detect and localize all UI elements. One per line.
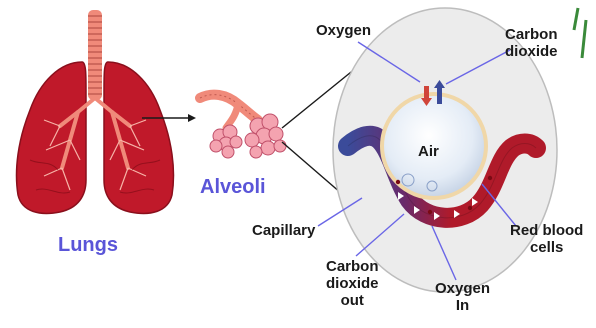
oxygen-label: Oxygen xyxy=(316,22,371,39)
capillary-label: Capillary xyxy=(252,222,315,239)
carbon-dioxide-out-label: Carbon dioxide out xyxy=(326,258,379,309)
carbon-dioxide-out-line-1: Carbon xyxy=(326,258,379,275)
alveoli-illustration xyxy=(200,95,286,158)
lungs-label: Lungs xyxy=(58,234,118,256)
oxygen-in-line-2: In xyxy=(435,297,490,314)
corner-decoration xyxy=(574,8,586,58)
oxygen-in-line-1: Oxygen xyxy=(435,280,490,297)
air-label: Air xyxy=(418,143,439,160)
alveoli-label: Alveoli xyxy=(200,176,266,198)
red-blood-cells-label: Red blood cells xyxy=(510,222,583,256)
carbon-dioxide-label: Carbon dioxide xyxy=(505,26,558,60)
red-blood-cells-line-1: Red blood xyxy=(510,222,583,239)
carbon-dioxide-out-line-2: dioxide xyxy=(326,275,379,292)
carbon-dioxide-out-line-3: out xyxy=(326,292,379,309)
trachea xyxy=(88,10,102,100)
lungs-illustration xyxy=(17,10,174,213)
carbon-dioxide-line-1: Carbon xyxy=(505,26,558,43)
red-blood-cells-line-2: cells xyxy=(510,239,583,256)
alveolus-cluster-left xyxy=(210,125,242,158)
oxygen-in-label: Oxygen In xyxy=(435,280,490,314)
carbon-dioxide-line-2: dioxide xyxy=(505,43,558,60)
